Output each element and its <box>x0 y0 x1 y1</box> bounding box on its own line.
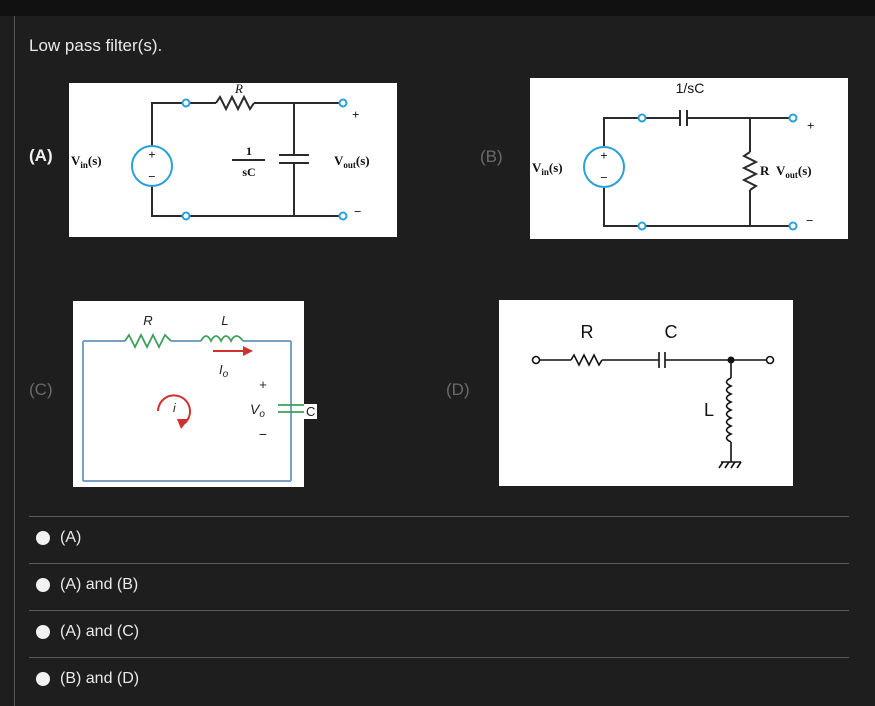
option-a-and-c[interactable]: (A) and (C) <box>36 623 139 641</box>
figure-d-circuit: R C L <box>499 300 793 486</box>
svg-text:Vout(s): Vout(s) <box>334 153 370 170</box>
figure-b-circuit: + − Vin(s) 1/sC R Vout(s) + − <box>530 78 848 239</box>
vin-sub: in <box>541 167 549 177</box>
out-plus: + <box>807 118 814 133</box>
figure-c-circuit: R L Io i + Vo − <box>73 301 304 487</box>
figure-a-label: (A) <box>29 146 53 165</box>
vo-minus: − <box>259 426 267 442</box>
loop-current-label: i <box>173 401 176 415</box>
figure-d-label: (D) <box>446 380 470 399</box>
cap-den: sC <box>242 165 255 179</box>
divider <box>29 516 849 517</box>
radio-button[interactable] <box>36 672 50 686</box>
vout-sub: out <box>343 160 356 170</box>
resistor-label: R <box>581 322 594 342</box>
figure-c-label: (C) <box>29 380 53 399</box>
vin-sub: in <box>80 160 88 170</box>
option-label: (A) and (B) <box>60 576 139 593</box>
inductor-label: L <box>704 400 714 420</box>
vout-arg: (s) <box>798 163 812 178</box>
option-label: (A) and (C) <box>60 623 140 640</box>
divider <box>29 657 849 658</box>
source-plus: + <box>600 148 607 163</box>
radio-button[interactable] <box>36 531 50 545</box>
left-border <box>14 16 15 706</box>
vo-plus: + <box>259 377 267 392</box>
vin-arg: (s) <box>88 153 102 168</box>
source-minus: − <box>148 169 155 184</box>
vin-arg: (s) <box>549 160 563 175</box>
capacitor-label: C <box>304 404 318 419</box>
vout-arg: (s) <box>356 153 370 168</box>
svg-text:Vo: Vo <box>250 401 265 420</box>
resistor-label: R <box>234 83 243 96</box>
resistor-label: R <box>143 313 152 328</box>
option-label: (A) <box>60 529 82 546</box>
option-a[interactable]: (A) <box>36 529 81 547</box>
inductor-label: L <box>221 313 228 328</box>
out-plus: + <box>352 107 359 122</box>
vin-label: V <box>71 153 81 168</box>
svg-text:Io: Io <box>219 362 229 380</box>
svg-text:Vout(s): Vout(s) <box>776 163 812 180</box>
resistor-label: R <box>760 163 770 178</box>
vout-sub: out <box>785 170 798 180</box>
out-minus: − <box>806 213 813 228</box>
source-minus: − <box>600 170 607 185</box>
top-strip <box>0 0 875 16</box>
svg-text:Vin(s): Vin(s) <box>71 153 102 170</box>
cap-label: 1/sC <box>676 80 705 96</box>
radio-button[interactable] <box>36 625 50 639</box>
vo-label: V <box>250 401 261 417</box>
option-label: (B) and (D) <box>60 670 140 687</box>
capacitor-label: C <box>665 322 678 342</box>
current-io-sub: o <box>223 369 229 380</box>
figure-a-circuit: + − Vin(s) R 1 sC Vout(s) + − <box>69 83 397 237</box>
out-minus: − <box>354 204 361 219</box>
vo-sub: o <box>259 409 265 420</box>
cap-num: 1 <box>246 144 252 158</box>
divider <box>29 563 849 564</box>
figure-b-label: (B) <box>480 147 503 166</box>
current-io-label: I <box>219 362 223 377</box>
option-b-and-d[interactable]: (B) and (D) <box>36 670 139 688</box>
vout-label: V <box>776 163 786 178</box>
source-plus: + <box>148 147 155 162</box>
vin-label: V <box>532 160 542 175</box>
question-text: Low pass filter(s). <box>29 36 163 55</box>
divider <box>29 610 849 611</box>
radio-button[interactable] <box>36 578 50 592</box>
vout-label: V <box>334 153 344 168</box>
option-a-and-b[interactable]: (A) and (B) <box>36 576 138 594</box>
svg-text:Vin(s): Vin(s) <box>532 160 563 177</box>
